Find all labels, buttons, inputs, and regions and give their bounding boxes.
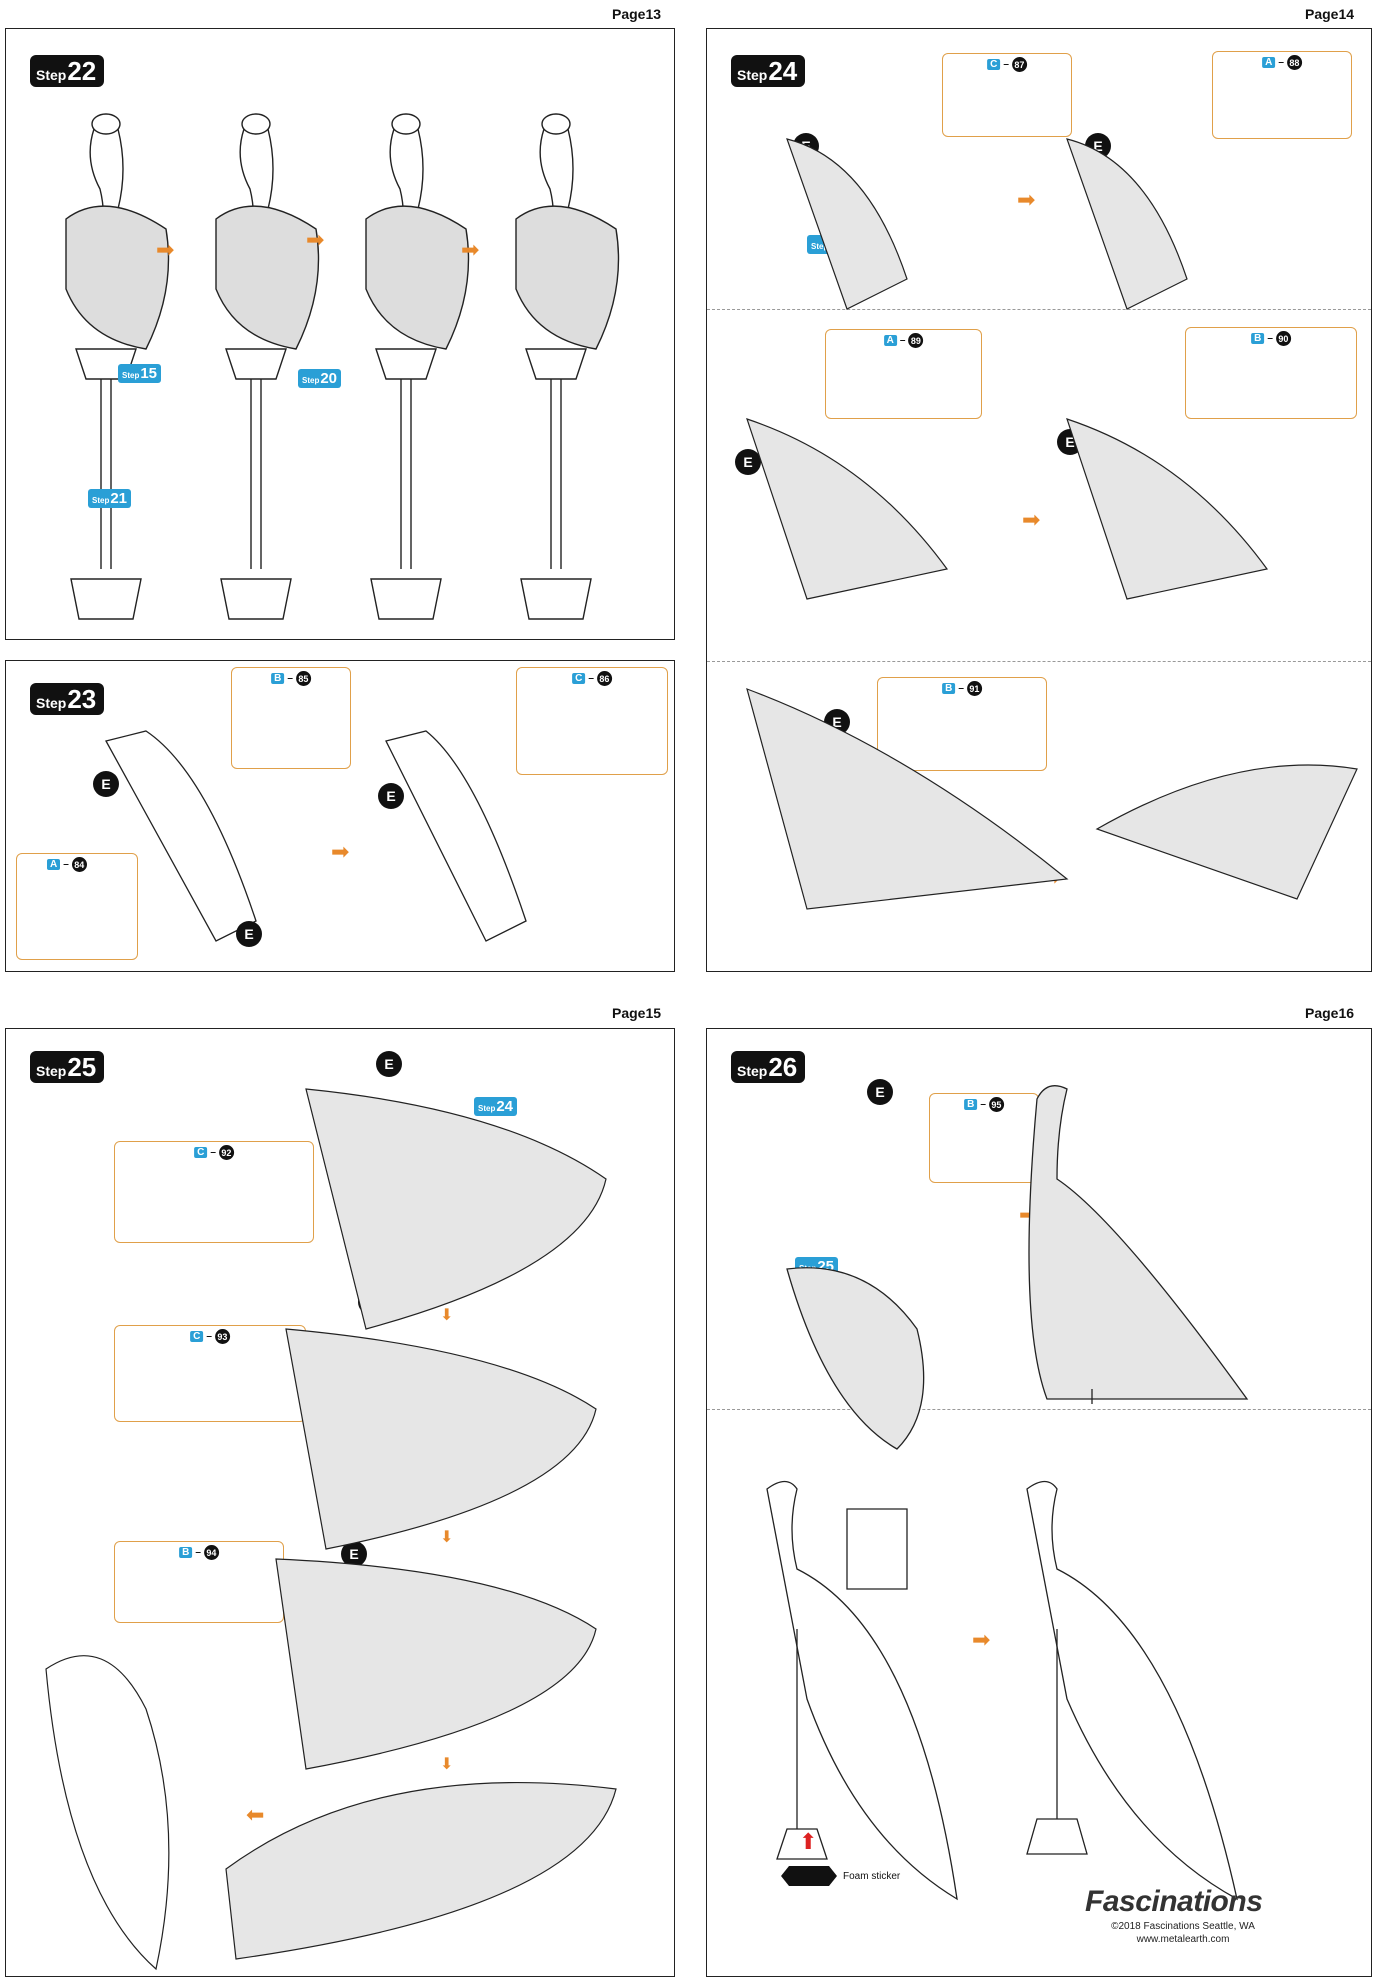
marker-e: E [867, 1079, 893, 1105]
part-callout: B–90 [1185, 327, 1357, 419]
part-callout: C–87 [942, 53, 1072, 137]
page-number: Page14 [1305, 6, 1355, 22]
part-callout: C–92 [114, 1141, 314, 1243]
part-callout: C–93 [114, 1325, 306, 1422]
next-arrow-icon: ➡ [1017, 187, 1036, 212]
next-arrow-icon: ➡ [331, 839, 350, 864]
wing-illustration [105, 730, 527, 942]
marker-e: E [93, 771, 119, 797]
part-callout: A–89 [825, 329, 982, 419]
copyright: ©2018 Fascinations Seattle, WA [1111, 1921, 1255, 1932]
next-arrow-icon: ➡ [1022, 507, 1041, 532]
marker-e: E [376, 1051, 402, 1077]
up-arrow-icon: ⬆ [799, 1829, 818, 1854]
down-arrow-icon: ⬇ [440, 1307, 454, 1324]
marker-e: E [735, 449, 761, 475]
website-url: www.metalearth.com [1136, 1934, 1230, 1945]
fascinations-logo: Fascinations [1085, 1885, 1263, 1918]
next-arrow-icon: ➡ [972, 1627, 991, 1652]
part-callout: A–88 [1212, 51, 1352, 139]
tail-illustration [45, 1088, 617, 1971]
next-arrow-icon: ➡ [461, 237, 480, 262]
next-arrow-icon: ➡ [306, 227, 325, 252]
part-callout: C–86 [516, 667, 668, 775]
foam-sticker-label: Foam sticker [843, 1871, 901, 1882]
part-callout: A–84 [16, 853, 138, 960]
marker-e: E [378, 783, 404, 809]
part-callout: B–85 [231, 667, 351, 769]
foam-sticker-icon [781, 1866, 837, 1886]
page-number: Page16 [1305, 1005, 1355, 1021]
marker-e: E [236, 921, 262, 947]
down-arrow-icon: ⬇ [440, 1529, 454, 1546]
page-number: Page15 [612, 1005, 662, 1021]
next-arrow-icon: ➡ [156, 237, 175, 262]
back-arrow-icon: ⬅ [246, 1802, 265, 1827]
down-arrow-icon: ⬇ [440, 1756, 454, 1773]
wing-illustration [746, 138, 1358, 910]
peacock-illustration [766, 1085, 1249, 1901]
part-callout: B–91 [877, 677, 1047, 771]
page-number: Page13 [612, 6, 662, 22]
peacock-illustration [65, 113, 620, 620]
